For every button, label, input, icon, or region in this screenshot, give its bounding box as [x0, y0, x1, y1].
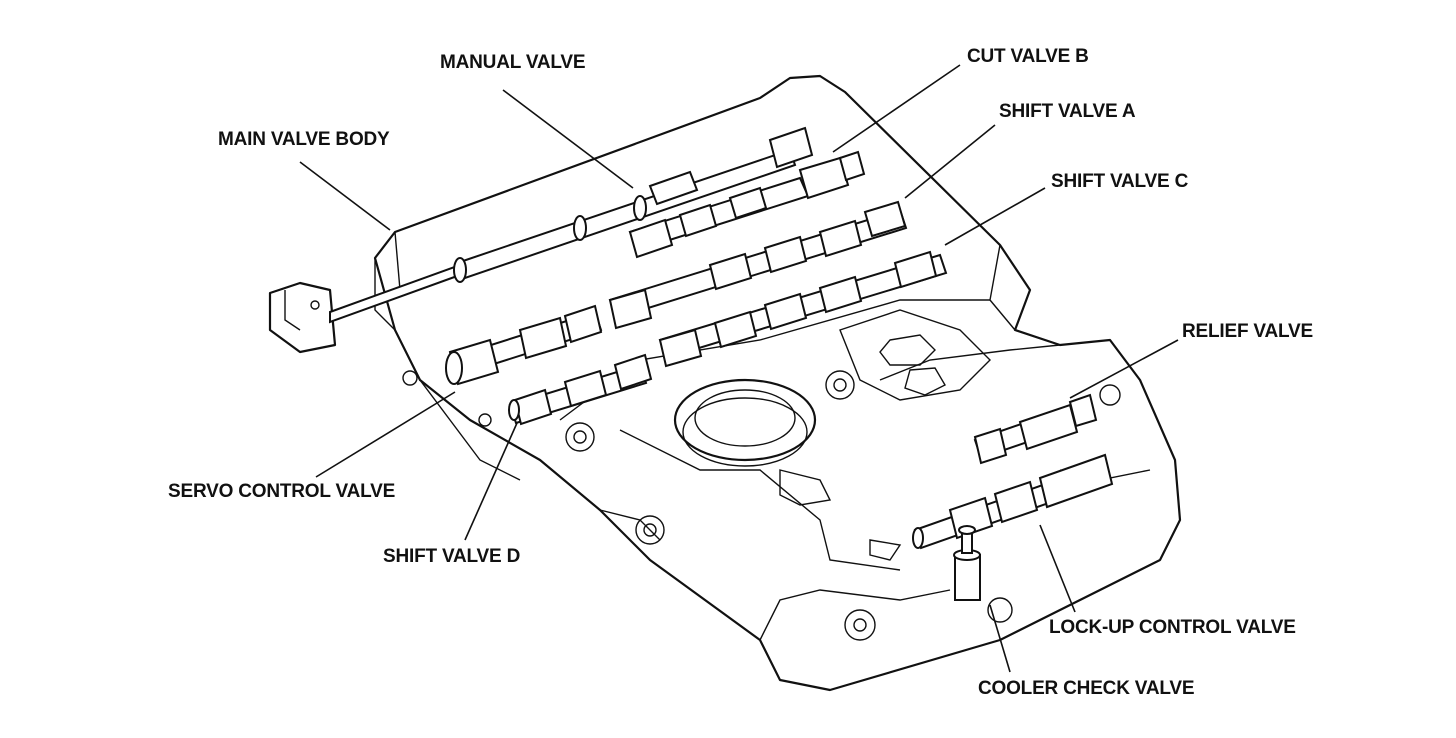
shift-valve-a-leader — [904, 124, 996, 199]
shift-valve-c-leader — [944, 187, 1046, 246]
cut-valve-b-label: CUT VALVE B — [967, 46, 1089, 67]
manual-valve-leader — [502, 89, 634, 189]
relief-valve-label: RELIEF VALVE — [1182, 321, 1313, 342]
leader-lines — [299, 64, 1179, 673]
relief-valve-spool — [973, 393, 1098, 465]
shift-valve-d-label: SHIFT VALVE D — [383, 546, 521, 567]
manual-valve-label: MANUAL VALVE — [440, 52, 586, 73]
cut-valve-b-leader — [832, 64, 961, 153]
cut-valve-b-spool — [628, 150, 866, 259]
servo-control-valve-label: SERVO CONTROL VALVE — [168, 481, 396, 502]
cooler-check-valve-label: COOLER CHECK VALVE — [978, 678, 1195, 699]
shift-valve-d-leader — [464, 422, 518, 541]
lock-up-control-valve-leader — [1039, 524, 1076, 613]
main-valve-body-label: MAIN VALVE BODY — [218, 129, 390, 150]
servo-control-valve-leader — [315, 391, 456, 478]
shift-valve-c-spool — [658, 250, 948, 368]
manual-valve-spool — [268, 126, 814, 354]
shift-valve-d-spool — [508, 353, 653, 426]
shift-valve-a-label: SHIFT VALVE A — [999, 101, 1136, 122]
lock-up-control-valve-label: LOCK-UP CONTROL VALVE — [1049, 617, 1296, 638]
cooler-check-valve-leader — [989, 604, 1011, 673]
shift-valve-a-spool — [608, 200, 908, 330]
relief-valve-leader — [1069, 339, 1179, 399]
servo-control-valve-spool — [445, 304, 603, 386]
shift-valve-c-label: SHIFT VALVE C — [1051, 171, 1189, 192]
cooler-check-valve-part — [953, 525, 981, 601]
main-valve-body-leader — [299, 161, 391, 231]
